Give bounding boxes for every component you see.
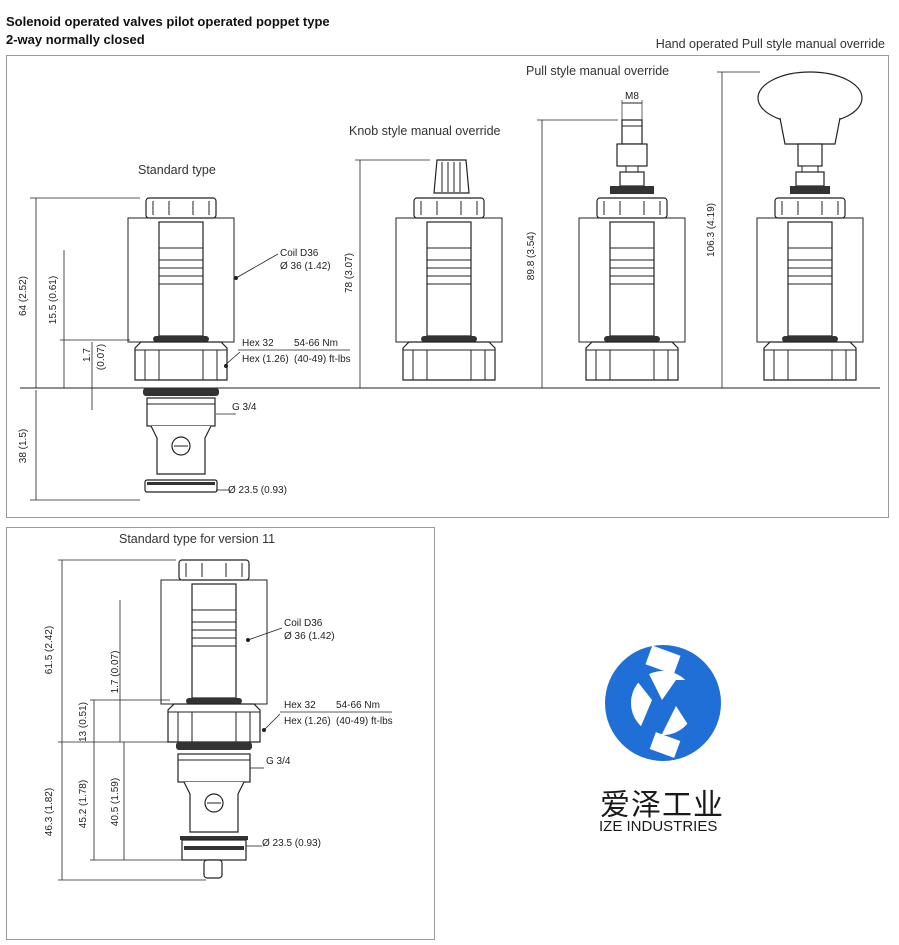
callout-coil-name: Coil D36 [280, 248, 319, 259]
callout-hex: Hex 32 [242, 338, 274, 349]
v11-callout-coil-diameter: Ø 36 (1.42) [284, 631, 335, 642]
v11-callout-seal: Ø 23.5 (0.93) [262, 838, 321, 849]
logo-chinese-name: 爱泽工业 [600, 788, 724, 823]
standard-valve [127, 197, 235, 493]
bottom-dimension-lines [58, 559, 392, 881]
caption-version-11: Standard type for version 11 [119, 532, 276, 546]
callout-torque-ftlbs: (40-49) ft-lbs [294, 354, 351, 365]
v11-callout-torque-ftlbs: (40-49) ft-lbs [336, 716, 393, 727]
dim-61-5: 61.5 (2.42) [44, 626, 55, 674]
dim-38: 38 (1.5) [18, 429, 29, 463]
version-11-valve [160, 559, 268, 879]
dim-64: 64 (2.52) [18, 276, 29, 316]
callout-port: G 3/4 [232, 402, 257, 413]
top-drawing-panel [6, 55, 889, 518]
v11-callout-hex: Hex 32 [284, 700, 316, 711]
dim-46-3: 46.3 (1.82) [44, 788, 55, 836]
callout-seal: Ø 23.5 (0.93) [228, 485, 287, 496]
header-title-line1: Solenoid operated valves pilot operated … [6, 14, 330, 29]
hand-pull-valve [756, 71, 864, 381]
dim-13: 13 (0.51) [78, 702, 89, 742]
top-corner-caption: Hand operated Pull style manual override [655, 37, 885, 51]
dim-45-2: 45.2 (1.78) [78, 780, 89, 828]
caption-standard-type: Standard type [138, 163, 216, 177]
dim-89-8: 89.8 (3.54) [526, 232, 537, 280]
callout-coil-diameter: Ø 36 (1.42) [280, 261, 331, 272]
dim-40-5: 40.5 (1.59) [110, 778, 121, 826]
header-title-line2: 2-way normally closed [6, 32, 145, 47]
caption-pull-override: Pull style manual override [526, 64, 670, 78]
pull-override-valve: M8 [578, 91, 686, 381]
bottom-drawing-panel [6, 527, 435, 940]
thread-m8-label: M8 [625, 91, 639, 102]
dim-78: 78 (3.07) [344, 253, 355, 293]
dim-106-3: 106.3 (4.19) [706, 203, 717, 257]
dim-1-7: 1.7 [82, 348, 93, 362]
dim-0-07: (0.07) [96, 344, 107, 370]
ize-logo-icon [605, 645, 721, 761]
caption-knob-override: Knob style manual override [349, 124, 501, 138]
callout-hex-inch: Hex (1.26) [242, 354, 289, 365]
top-dimension-lines [30, 71, 760, 501]
callout-torque-nm: 54-66 Nm [294, 338, 338, 349]
v11-callout-port: G 3/4 [266, 756, 291, 767]
knob-override-valve [395, 159, 503, 381]
logo-english-name: IZE INDUSTRIES [599, 818, 718, 835]
dim-15-5: 15.5 (0.61) [48, 276, 59, 324]
v11-callout-torque-nm: 54-66 Nm [336, 700, 380, 711]
v11-callout-hex-inch: Hex (1.26) [284, 716, 331, 727]
v11-callout-coil-name: Coil D36 [284, 618, 323, 629]
dim-1-7-v11: 1.7 (0.07) [110, 651, 121, 694]
